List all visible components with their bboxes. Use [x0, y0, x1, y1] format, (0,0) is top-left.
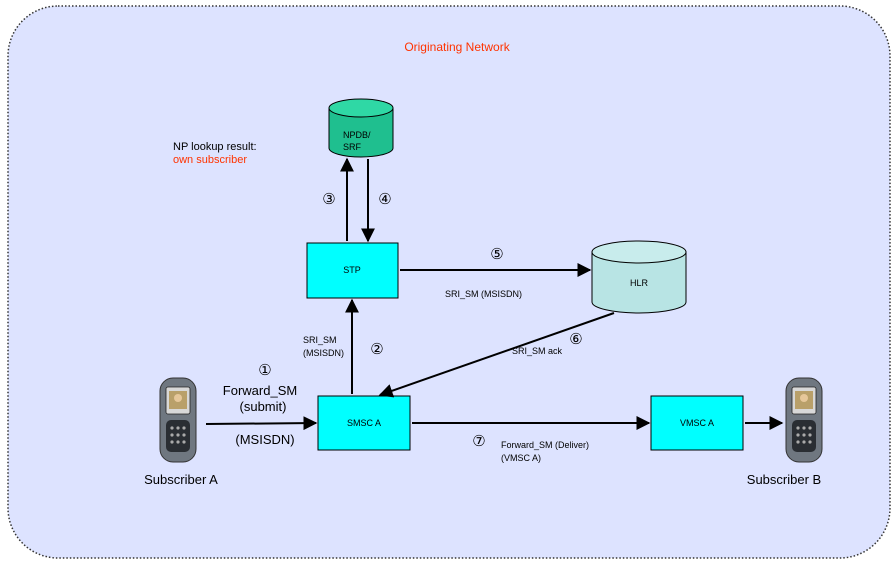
step-6-marker: ⑥ [569, 331, 582, 348]
subscriber-a-label: Subscriber A [144, 472, 218, 487]
hlr-label: HLR [630, 278, 649, 288]
npdb-label: NPDB/ [343, 130, 371, 140]
sri-sm-label: SRI_SM [303, 335, 337, 345]
step-2-marker: ② [370, 341, 383, 358]
hlr-database: HLR [591, 240, 687, 314]
forward-deliver-label: Forward_SM (Deliver) [501, 440, 589, 450]
subscriber-b-label: Subscriber B [747, 472, 821, 487]
smsc-a-node [317, 395, 411, 451]
np-result-label: NP lookup result: [173, 141, 257, 153]
np-result-value: own subscriber [173, 154, 247, 166]
stp-node [306, 242, 399, 299]
step-3-marker: ③ [322, 191, 335, 208]
forward-sm-label: Forward_SM [223, 383, 297, 398]
npdb-srf-database: NPDB/ SRF [328, 98, 394, 158]
vmsc-a-node [650, 395, 744, 451]
sri-sm-msisdn-param: (MSISDN) [303, 348, 344, 358]
srf-label: SRF [343, 142, 362, 152]
vmsc-a-label: VMSC A [680, 418, 714, 428]
vmsc-ref-label: (VMSC A) [501, 453, 541, 463]
phone-a-icon [159, 377, 197, 463]
smsc-a-label: SMSC A [347, 418, 381, 428]
sri-sm-msisdn-label: SRI_SM (MSISDN) [445, 289, 522, 299]
stp-label: STP [343, 265, 361, 275]
phone-b-icon [785, 377, 823, 463]
step-1-marker: ① [258, 362, 271, 379]
step-5-marker: ⑤ [490, 246, 503, 263]
sri-sm-ack-label: SRI_SM ack [512, 346, 563, 356]
step-7-marker: ⑦ [472, 433, 485, 450]
submit-label: (submit) [240, 399, 287, 414]
arrow-step-6 [378, 312, 615, 398]
step-4-marker: ④ [378, 191, 391, 208]
arrow-step-1 [205, 416, 318, 431]
network-title: Originating Network [404, 40, 510, 54]
msisdn-a-label: (MSISDN) [235, 432, 294, 447]
